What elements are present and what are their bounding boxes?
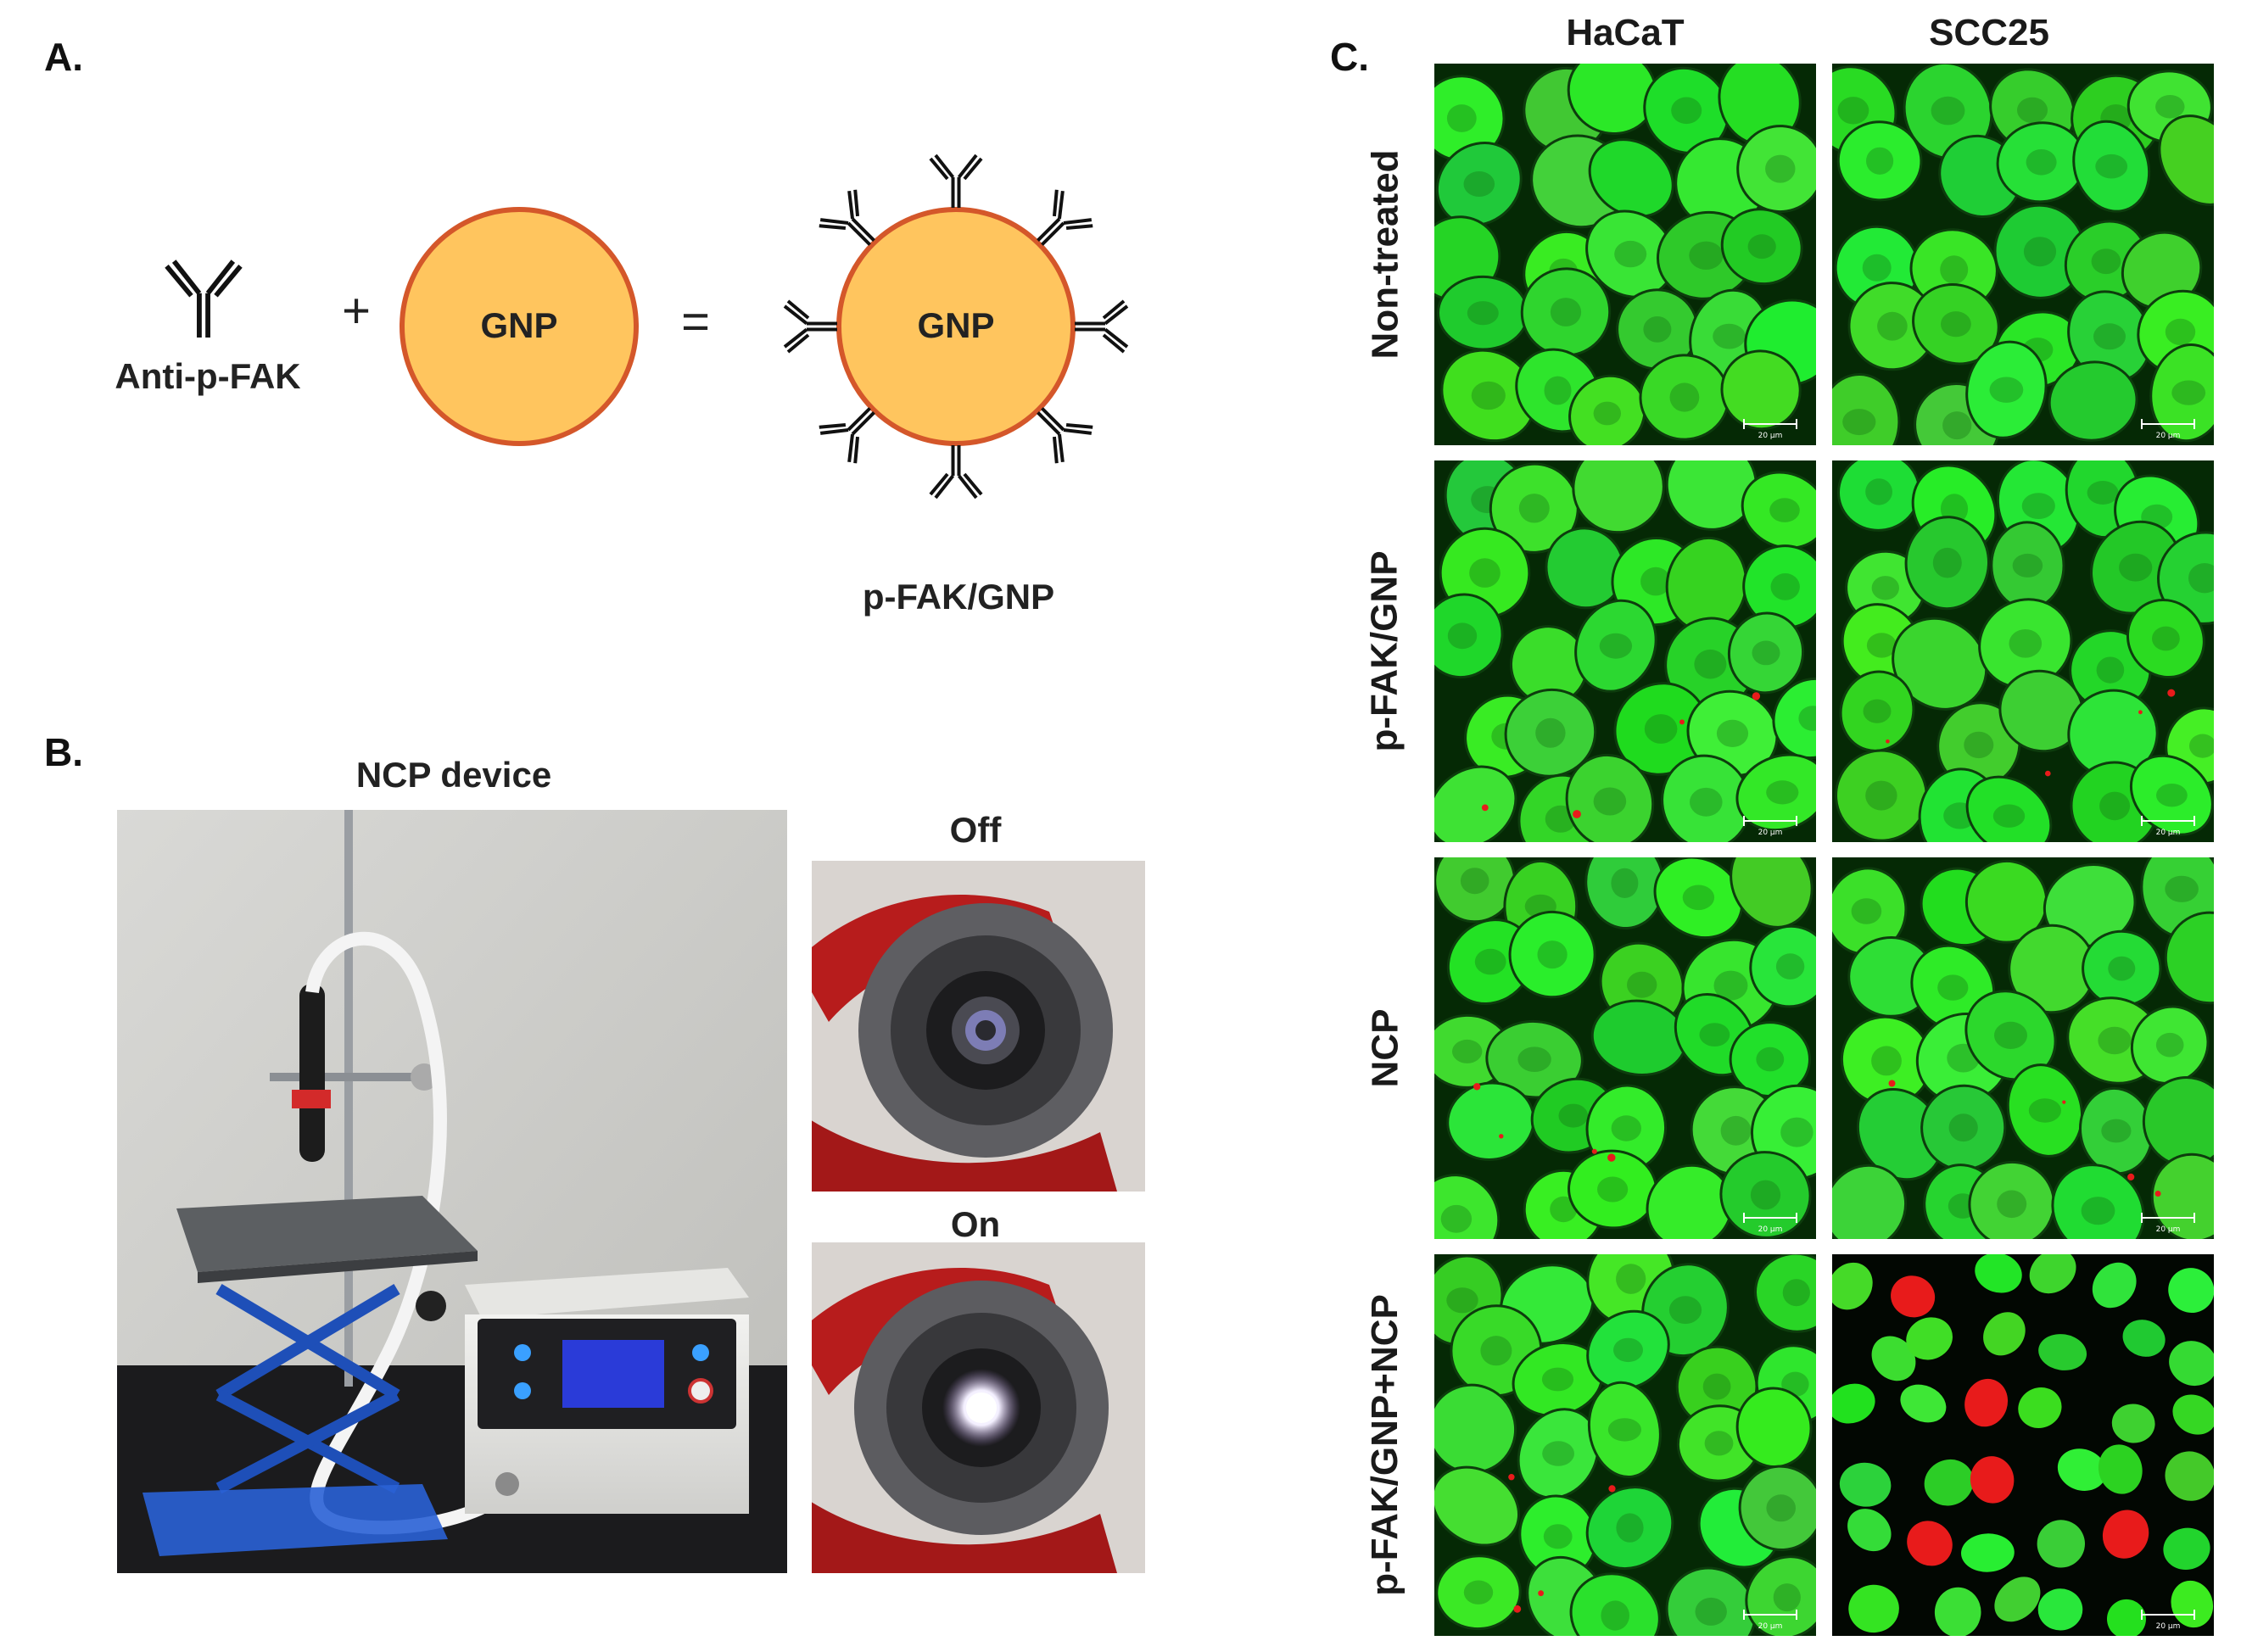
panel-label-b: B. xyxy=(44,730,83,774)
column-header-scc25: SCC25 xyxy=(1929,12,2049,53)
nozzle-on-photo xyxy=(812,1242,1145,1573)
scale-bar: 20 μm xyxy=(1743,418,1797,440)
panel-label-a: A. xyxy=(44,35,83,79)
micrograph-hacat-pfak-gnp: 20 μm xyxy=(1434,460,1816,842)
row-label-pfak-gnp: p-FAK/GNP xyxy=(1364,550,1406,752)
on-label: On xyxy=(950,1204,1001,1244)
panel-label-c: C. xyxy=(1330,35,1369,79)
plus-sign: + xyxy=(342,283,371,338)
off-label: Off xyxy=(949,810,1002,850)
scale-bar: 20 μm xyxy=(2141,1212,2195,1234)
row-label-non-treated: Non-treated xyxy=(1364,149,1406,360)
micrograph-hacat-ncp: 20 μm xyxy=(1434,857,1816,1239)
gnp-conjugation-schematic xyxy=(0,153,1129,500)
equals-sign: = xyxy=(681,294,710,349)
scale-bar: 20 μm xyxy=(2141,418,2195,440)
micrograph-hacat-non-treated: 20 μm xyxy=(1434,64,1816,445)
device-title: NCP device xyxy=(355,755,552,795)
scale-bar: 20 μm xyxy=(1743,815,1797,837)
antibody-icon xyxy=(167,261,241,338)
ncp-device-photo xyxy=(117,810,787,1573)
gnp-conjugate-center-label: GNP xyxy=(917,305,995,345)
micrograph-scc25-non-treated: 20 μm xyxy=(1832,64,2214,445)
column-header-hacat: HaCaT xyxy=(1566,12,1685,53)
gnp-particle xyxy=(400,207,639,446)
nozzle-off-photo xyxy=(812,861,1145,1192)
micrograph-scc25-pfak-gnp: 20 μm xyxy=(1832,460,2214,842)
gnp-label: GNP xyxy=(480,305,558,345)
micrograph-hacat-pfak-gnp-ncp: 20 μm xyxy=(1434,1254,1816,1636)
scale-bar: 20 μm xyxy=(2141,1609,2195,1631)
micrograph-scc25-pfak-gnp-ncp: 20 μm xyxy=(1832,1254,2214,1636)
micrograph-scc25-ncp: 20 μm xyxy=(1832,857,2214,1239)
antibody-conjugated-gnp xyxy=(783,153,1129,500)
scale-bar: 20 μm xyxy=(1743,1212,1797,1234)
antibody-label: Anti-p-FAK xyxy=(115,356,301,396)
scale-bar: 20 μm xyxy=(2141,815,2195,837)
conjugate-label: p-FAK/GNP xyxy=(862,577,1055,617)
scale-bar: 20 μm xyxy=(1743,1609,1797,1631)
row-label-ncp: NCP xyxy=(1364,1008,1406,1088)
row-label-pfak-gnp-ncp: p-FAK/GNP+NCP xyxy=(1364,1294,1406,1596)
